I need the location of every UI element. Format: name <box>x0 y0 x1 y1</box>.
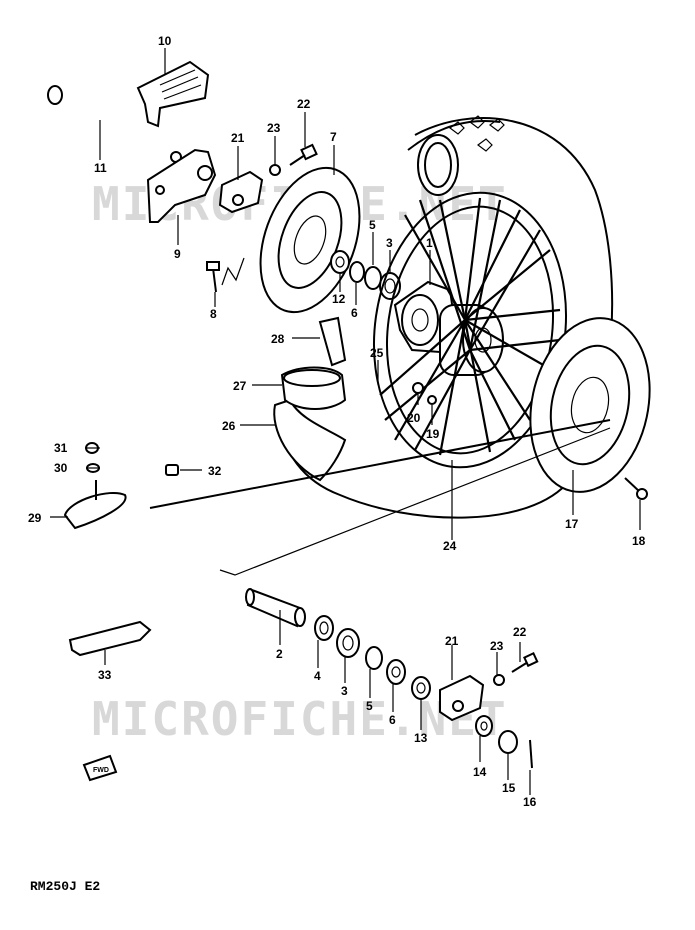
callout-5: 5 <box>369 218 376 232</box>
callout-20: 20 <box>407 411 421 425</box>
callout-labels: 10 11 9 21 23 22 7 5 3 1 8 12 6 28 25 27… <box>28 34 646 809</box>
circlip-5-lower <box>365 646 383 670</box>
callout-1: 1 <box>426 236 433 250</box>
nut-15 <box>498 730 518 754</box>
adjuster-plate-top <box>218 170 264 214</box>
rim-lock-29 <box>63 480 127 530</box>
rim-strip-28 <box>318 316 347 367</box>
callout-17: 17 <box>565 517 579 531</box>
nut-23-bottom <box>493 674 505 686</box>
callout-2: 2 <box>276 647 283 661</box>
leader-lines <box>50 48 641 795</box>
disc-bolt-8 <box>206 257 245 293</box>
bolt-19 <box>427 395 437 405</box>
callout-6: 6 <box>351 306 358 320</box>
rim-band-27 <box>280 366 347 410</box>
washer-14 <box>475 715 493 737</box>
fwd-label: FWD <box>93 767 109 774</box>
callout-21b: 21 <box>445 634 459 648</box>
callout-23: 23 <box>267 121 281 135</box>
valve-cap-32 <box>165 464 179 476</box>
callout-32: 32 <box>208 464 222 478</box>
fwd-indicator: FWD <box>82 754 118 782</box>
callout-19: 19 <box>426 427 440 441</box>
chain-adjuster-part <box>136 60 210 128</box>
callout-28: 28 <box>271 332 285 346</box>
callout-3b: 3 <box>341 684 348 698</box>
callout-11: 11 <box>94 161 107 175</box>
callout-30: 30 <box>54 461 68 475</box>
spoke-wrench-33 <box>68 620 152 657</box>
caliper-bracket-part <box>146 148 217 223</box>
callout-29: 29 <box>28 511 42 525</box>
spokes <box>379 197 561 456</box>
callout-5b: 5 <box>366 699 373 713</box>
bolt-22-bottom <box>511 652 539 673</box>
callout-18: 18 <box>632 534 646 548</box>
adjuster-plate-bottom <box>439 674 485 722</box>
callout-14: 14 <box>473 765 487 779</box>
callout-8: 8 <box>210 307 217 321</box>
sprocket-part <box>529 317 651 493</box>
callout-26: 26 <box>222 419 236 433</box>
callout-25: 25 <box>370 346 384 360</box>
nut-20 <box>412 382 424 394</box>
hub-spacer-12 <box>330 250 350 274</box>
oil-seal-4 <box>314 615 334 641</box>
callout-12: 12 <box>332 292 346 306</box>
bolt-22-top <box>289 143 318 166</box>
callout-10: 10 <box>158 34 172 48</box>
model-code-label: RM250J E2 <box>30 879 100 894</box>
bearing-3-lower <box>336 628 360 658</box>
nut-23-top <box>269 164 281 176</box>
callout-9: 9 <box>174 247 181 261</box>
circlip-5-upper <box>364 266 382 290</box>
callout-24: 24 <box>443 539 457 553</box>
callout-15: 15 <box>502 781 516 795</box>
callout-7: 7 <box>330 130 337 144</box>
callout-4: 4 <box>314 669 321 683</box>
seal-6-lower <box>386 659 406 685</box>
callout-22: 22 <box>297 97 311 111</box>
callout-31: 31 <box>54 441 68 455</box>
callout-13: 13 <box>414 731 428 745</box>
tube-part <box>273 398 347 482</box>
callout-33: 33 <box>98 668 112 682</box>
callout-6b: 6 <box>389 713 396 727</box>
callout-23b: 23 <box>490 639 504 653</box>
tire-part <box>279 115 614 519</box>
spacer-2 <box>245 588 306 628</box>
watermark-bottom: MICROFICHE.NET <box>92 692 508 746</box>
callout-22b: 22 <box>513 625 527 639</box>
wheel-hub-part <box>393 280 504 376</box>
stud-16 <box>529 739 533 769</box>
collar-13 <box>411 676 431 700</box>
bearing-6-upper <box>349 261 365 283</box>
callout-27: 27 <box>233 379 247 393</box>
callout-21: 21 <box>231 131 245 145</box>
brake-disc-part <box>259 166 361 314</box>
callout-3: 3 <box>386 236 393 250</box>
sprocket-bolt-18 <box>624 477 648 500</box>
callout-16: 16 <box>523 795 537 809</box>
